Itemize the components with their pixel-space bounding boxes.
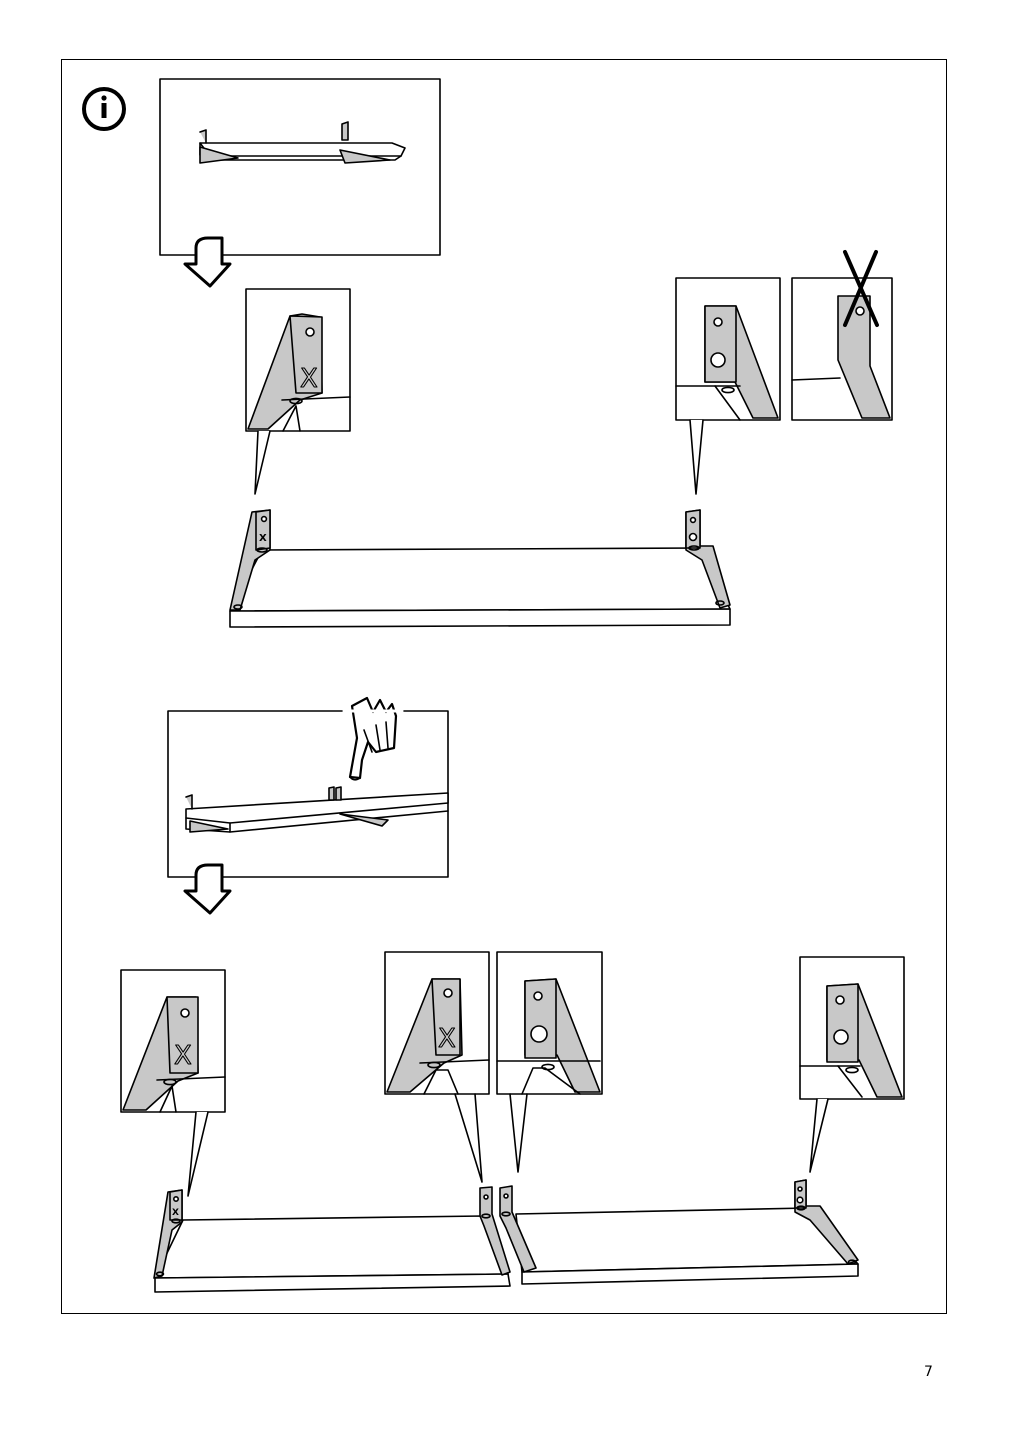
- shelf-assembly-bottom-right: [499, 1179, 859, 1285]
- pointing-hand-icon: [348, 696, 398, 781]
- detail-bracket-x-bottom-middle: X: [384, 951, 490, 1183]
- svg-text:X: X: [300, 364, 318, 394]
- detail-bracket-x-top: X: [245, 288, 351, 495]
- instruction-frame: [61, 59, 947, 1314]
- shelf-joining-panel: [167, 696, 449, 878]
- detail-bracket-plain-top: [675, 277, 781, 495]
- detail-bracket-plain-bottom-middle: [496, 951, 603, 1173]
- svg-text:X: X: [438, 1024, 456, 1054]
- info-icon: [82, 87, 126, 131]
- detail-bracket-wrong: [791, 250, 893, 421]
- shelf-assembly-top: X: [229, 509, 731, 628]
- down-arrow-icon: [183, 236, 232, 288]
- shelf-assembly-bottom-left: X: [153, 1186, 511, 1293]
- detail-bracket-x-bottom-left: X: [120, 969, 226, 1197]
- page-number: 7: [924, 1364, 933, 1380]
- bracket-marking-label: X: [172, 1208, 179, 1218]
- cross-out-icon: [843, 250, 879, 327]
- down-arrow-icon: [183, 863, 232, 915]
- detail-bracket-plain-bottom-right: [799, 956, 905, 1173]
- shelf-overview-panel: [159, 78, 441, 256]
- bracket-marking-label: X: [259, 533, 267, 544]
- svg-text:X: X: [174, 1041, 192, 1071]
